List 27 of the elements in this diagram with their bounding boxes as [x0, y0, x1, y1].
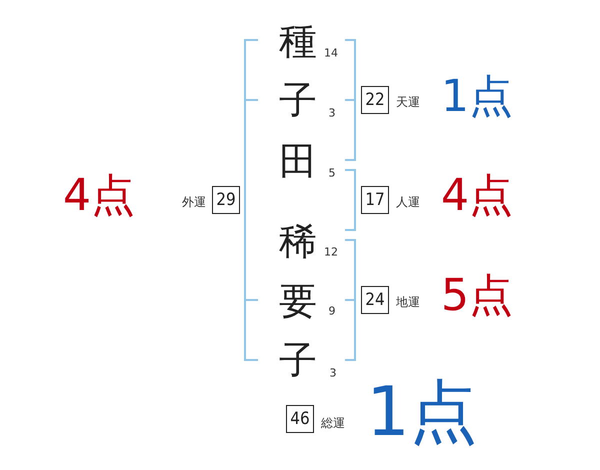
- score-text: 4点: [63, 174, 135, 218]
- name-character: 子: [279, 341, 317, 379]
- name-character: 稀: [279, 222, 317, 260]
- stroke-count: 12: [324, 246, 338, 258]
- fortune-label: 外運: [182, 196, 206, 208]
- count-box: 24: [361, 286, 389, 314]
- stroke-count: 5: [328, 168, 336, 178]
- count-box: 29: [212, 186, 240, 214]
- score-text: 5点: [441, 274, 513, 318]
- count-box: 17: [361, 186, 389, 214]
- score-text: 1点: [366, 379, 478, 447]
- name-character: 種: [279, 22, 317, 60]
- score-text: 4点: [441, 174, 513, 218]
- score-text: 1点: [441, 75, 513, 119]
- count-box: 22: [361, 86, 389, 114]
- fortune-label: 天運: [396, 96, 420, 108]
- fortune-label: 人運: [396, 196, 420, 208]
- fortune-label: 地運: [396, 296, 420, 308]
- stroke-count: 3: [330, 368, 336, 378]
- stroke-count: 14: [324, 48, 338, 58]
- stroke-count: 3: [328, 108, 336, 118]
- fortune-label: 総運: [321, 417, 345, 429]
- stroke-count: 9: [328, 306, 336, 316]
- name-character: 子: [279, 81, 317, 119]
- name-character: 田: [279, 142, 317, 180]
- count-box: 46: [286, 405, 314, 433]
- name-character: 要: [279, 282, 317, 320]
